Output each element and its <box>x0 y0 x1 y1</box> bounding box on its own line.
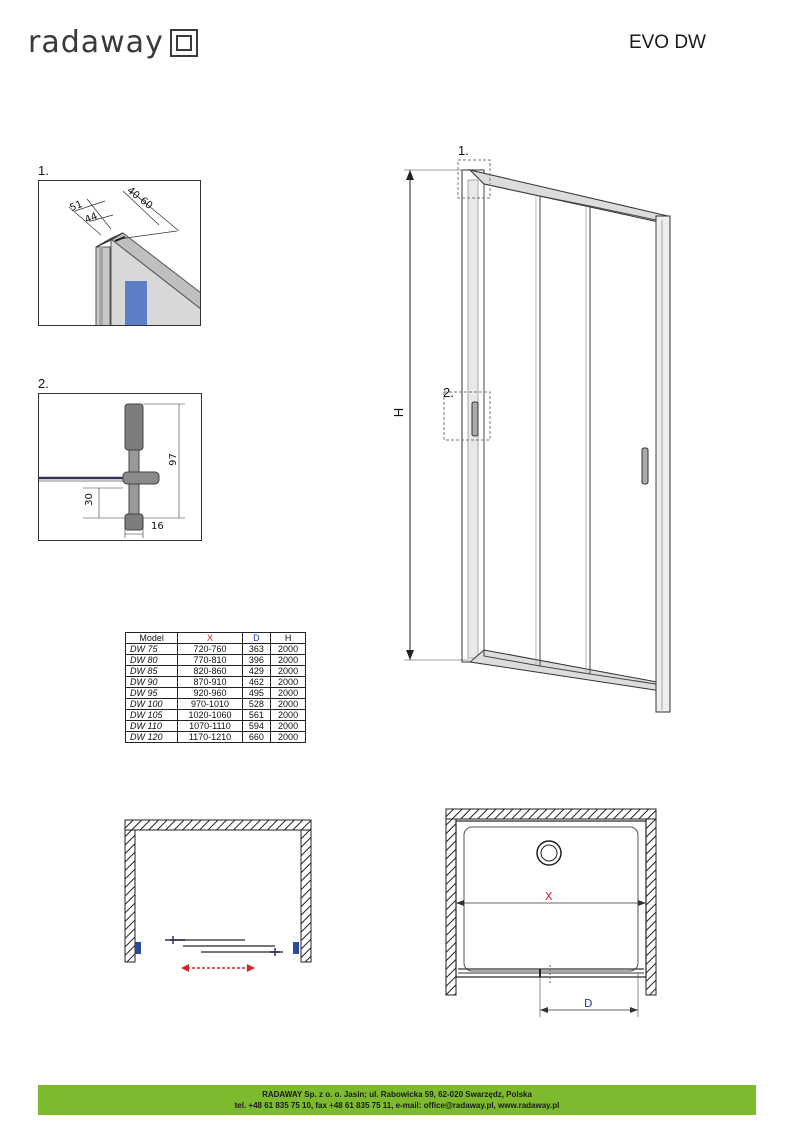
table-header-row: Model X D H <box>124 632 306 644</box>
cell-h: 2000 <box>270 654 306 666</box>
door-perspective-drawing <box>404 159 671 713</box>
cell-model: DW 120 <box>124 731 179 743</box>
cell-h: 2000 <box>270 643 306 655</box>
cell-model: DW 85 <box>124 665 179 677</box>
dim-30: 30 <box>83 493 95 506</box>
cell-model: DW 80 <box>124 654 179 666</box>
cell-d: 528 <box>241 698 272 710</box>
cell-d: 462 <box>241 676 272 688</box>
cell-d: 660 <box>241 731 272 743</box>
cell-model: DW 100 <box>124 698 179 710</box>
cell-x: 1020-1060 <box>177 709 243 721</box>
cell-h: 2000 <box>270 665 306 677</box>
cell-d: 594 <box>241 720 272 732</box>
cell-d: 363 <box>241 643 272 655</box>
cell-x: 820-860 <box>177 665 243 677</box>
cell-x: 1170-1210 <box>177 731 243 743</box>
plan-x-label: X <box>545 890 553 903</box>
main-label-1: 1. <box>458 143 469 158</box>
footer-address: RADAWAY Sp. z o. o. Jasin; ul. Rabowicka… <box>262 1090 532 1099</box>
cell-h: 2000 <box>270 720 306 732</box>
plan-view-drawing <box>445 808 657 1017</box>
logo-square-icon <box>169 29 198 57</box>
cell-d: 396 <box>241 654 272 666</box>
logo-text: radaway <box>28 25 164 60</box>
cell-h: 2000 <box>270 687 306 699</box>
dim-97: 97 <box>167 453 179 466</box>
col-model: Model <box>124 632 179 644</box>
cell-h: 2000 <box>270 698 306 710</box>
detail2-panel: 97 30 16 <box>38 393 202 541</box>
footer-contact: tel. +48 61 835 75 10, fax +48 61 835 75… <box>234 1101 560 1110</box>
detail1-corner-drawing <box>68 190 200 325</box>
cell-model: DW 95 <box>124 687 179 699</box>
footer-bar: RADAWAY Sp. z o. o. Jasin; ul. Rabowicka… <box>38 1085 756 1115</box>
cell-x: 970-1010 <box>177 698 243 710</box>
dim-16: 16 <box>151 521 164 532</box>
sliding-scheme-drawing <box>124 819 312 972</box>
detail1-number: 1. <box>38 163 49 178</box>
brand-logo: radaway <box>28 28 198 58</box>
cell-model: DW 110 <box>124 720 179 732</box>
cell-x: 770-810 <box>177 654 243 666</box>
cell-h: 2000 <box>270 676 306 688</box>
cell-x: 920-960 <box>177 687 243 699</box>
main-label-2: 2. <box>443 385 454 400</box>
cell-x: 720-760 <box>177 643 243 655</box>
height-label: H <box>391 407 407 418</box>
cell-h: 2000 <box>270 709 306 721</box>
detail1-panel: 51 44 40-60 <box>38 180 201 326</box>
product-name: EVO DW <box>628 32 706 53</box>
cell-d: 429 <box>241 665 272 677</box>
cell-model: DW 105 <box>124 709 179 721</box>
plan-d-label: D <box>584 997 593 1010</box>
cell-x: 870-910 <box>177 676 243 688</box>
cell-d: 561 <box>241 709 272 721</box>
cell-d: 495 <box>241 687 272 699</box>
detail2-handle-drawing <box>39 403 185 538</box>
col-x: X <box>177 632 243 644</box>
cell-model: DW 90 <box>124 676 179 688</box>
col-h: H <box>270 632 306 644</box>
cell-x: 1070-1110 <box>177 720 243 732</box>
detail2-number: 2. <box>38 376 49 391</box>
cell-model: DW 75 <box>124 643 179 655</box>
col-d: D <box>241 632 272 644</box>
cell-h: 2000 <box>270 731 306 743</box>
